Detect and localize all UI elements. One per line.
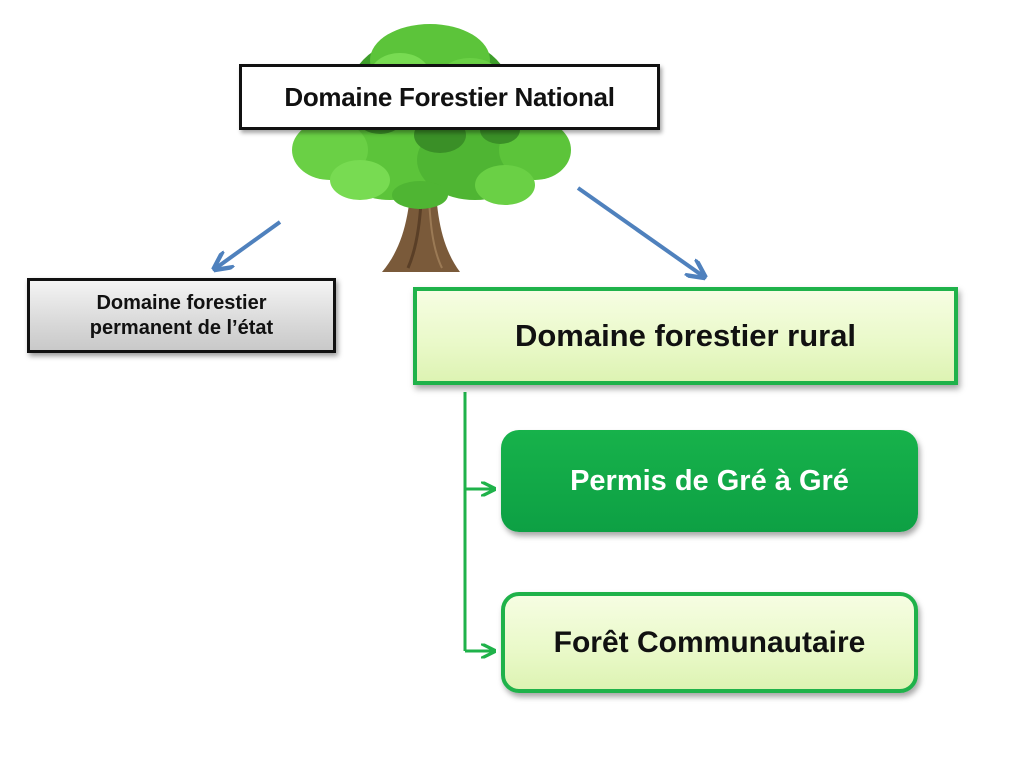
foret-box: Forêt Communautaire <box>501 592 918 693</box>
permanent-domain-box: Domaine forestier permanent de l’état <box>27 278 336 353</box>
permis-label: Permis de Gré à Gré <box>570 464 849 497</box>
tree-trunk <box>382 170 460 272</box>
rural-domain-label: Domaine forestier rural <box>514 318 857 353</box>
rural-domain-box: Domaine forestier rural <box>413 287 958 385</box>
permis-box: Permis de Gré à Gré <box>501 430 918 532</box>
permanent-domain-label-line1: Domaine forestier <box>96 291 267 314</box>
foret-label: Forêt Communautaire <box>553 625 866 659</box>
permanent-domain-label-line2: permanent de l’état <box>89 316 274 339</box>
title-box: Domaine Forestier National <box>239 64 660 130</box>
arrow-to-rural <box>576 186 703 276</box>
title-label: Domaine Forestier National <box>284 81 615 112</box>
arrow-to-permanent <box>216 220 282 268</box>
